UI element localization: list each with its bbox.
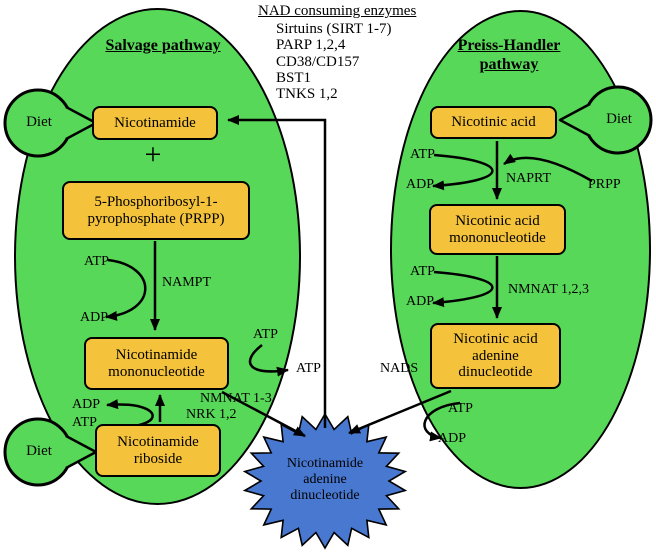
consuming-enzyme-item: PARP 1,2,4 <box>276 37 346 54</box>
pathway-node-nicotinamide-riboside: Nicotinamide riboside <box>95 424 221 477</box>
cofactor-atp: ATP <box>410 147 435 162</box>
nad-consuming-enzymes-title: NAD consuming enzymes <box>258 3 417 19</box>
enzyme-label-naprt: NAPRT <box>506 171 552 186</box>
enzyme-label-nmnat13: NMNAT 1-3 <box>200 391 272 406</box>
pathway-node-namn: Nicotinic acid mononucleotide <box>429 204 566 255</box>
arrow-nmnat123-atp-adp <box>432 270 494 308</box>
pathway-node-nmn: Nicotinamide mononucleotide <box>84 337 229 390</box>
diet-bubble-right <box>558 85 653 155</box>
diet-bubble-bottom-left <box>3 417 98 487</box>
arrow-nmnat-atp <box>248 344 289 377</box>
cofactor-atp: ATP <box>84 254 109 269</box>
nad-consuming-enzymes-block: NAD consuming enzymes Sirtuins (SIRT 1-7… <box>258 3 416 102</box>
diet-label: Diet <box>26 114 52 130</box>
arrow-nads-atp-adp <box>423 401 461 442</box>
cofactor-adp: ADP <box>406 294 435 309</box>
pathway-title-preiss-handler: Preiss-Handler pathway <box>457 37 561 74</box>
cofactor-atp: ATP <box>253 327 278 342</box>
nad-node-label: Nicotinamide adenine dinucleotide <box>286 456 364 504</box>
enzyme-label-nads: NADS <box>380 361 419 376</box>
cofactor-adp: ADP <box>80 310 109 325</box>
pathway-node-nicotinic-acid: Nicotinic acid <box>430 106 557 139</box>
arrow-naprt-atp-adp <box>432 153 494 191</box>
consuming-enzyme-item: TNKS 1,2 <box>276 85 338 102</box>
consuming-enzyme-item: BST1 <box>276 69 312 86</box>
cofactor-atp: ATP <box>448 401 473 416</box>
pathway-node-nicotinamide: Nicotinamide <box>92 106 218 140</box>
arrow-nmn-to-nad <box>221 390 306 438</box>
substrate-label-prpp: PRPP <box>588 177 621 192</box>
cofactor-adp: ADP <box>406 177 435 192</box>
enzyme-label-nrk: NRK 1,2 <box>186 407 237 422</box>
diet-label: Diet <box>26 443 52 459</box>
consuming-enzyme-item: CD38/CD157 <box>276 53 360 70</box>
diet-bubble-top-left <box>3 88 98 158</box>
diet-label: Diet <box>606 111 632 127</box>
arrow-nad-to-nicotinamide <box>227 115 327 428</box>
cofactor-atp: ATP <box>72 415 97 430</box>
pathway-node-naad: Nicotinic acid adenine dinucleotide <box>430 323 561 389</box>
arrow-prpp-input <box>503 153 593 183</box>
arrow-naad-to-nad <box>348 389 452 435</box>
pathway-title-salvage: Salvage pathway <box>105 37 221 54</box>
pathway-node-prpp: 5-Phosphoribosyl-1-pyrophosphate (PRPP) <box>62 181 250 240</box>
cofactor-atp: ATP <box>296 361 321 376</box>
cofactor-adp: ADP <box>72 397 101 412</box>
enzyme-label-nampt: NAMPT <box>162 275 212 290</box>
cofactor-adp: ADP <box>438 431 467 446</box>
consuming-enzyme-item: Sirtuins (SIRT 1-7) <box>276 21 392 38</box>
plus-sign: + <box>144 138 162 171</box>
nad-starburst <box>242 412 408 550</box>
arrow-nampt-atp-adp <box>105 258 147 321</box>
cofactor-atp: ATP <box>410 264 435 279</box>
enzyme-label-nmnat123: NMNAT 1,2,3 <box>508 282 590 297</box>
salvage-pathway-region <box>14 8 301 505</box>
